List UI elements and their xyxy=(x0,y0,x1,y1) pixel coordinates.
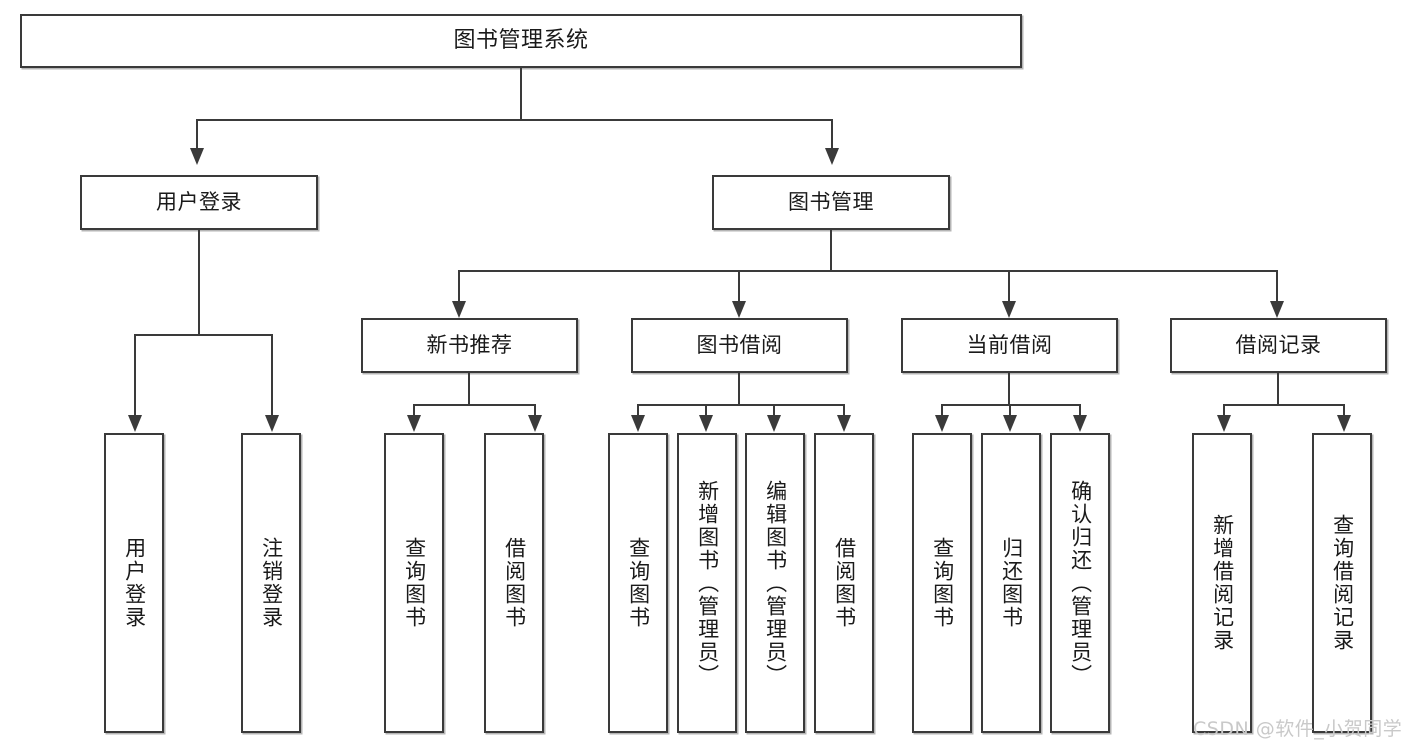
arrowhead-leaf-return-book xyxy=(1003,415,1017,432)
node-label: 确认归还（管理员） xyxy=(1068,479,1093,687)
node-label: 编辑图书（管理员） xyxy=(763,479,788,687)
node-leaf-logout[interactable]: 注销登录 xyxy=(241,433,301,733)
connector-drop-leaf-query-book-2 xyxy=(637,404,639,416)
node-label: 图书借阅 xyxy=(696,333,783,358)
node-leaf-confirm-return[interactable]: 确认归还（管理员） xyxy=(1050,433,1110,733)
connector-borrow-record-bus xyxy=(1223,404,1345,406)
node-label: 图书管理 xyxy=(788,190,874,215)
node-leaf-edit-book[interactable]: 编辑图书（管理员） xyxy=(745,433,805,733)
arrowhead-leaf-query-book-1 xyxy=(407,415,421,432)
node-user-login[interactable]: 用户登录 xyxy=(80,175,318,230)
node-label: 借阅记录 xyxy=(1235,333,1322,358)
node-label: 注销登录 xyxy=(259,537,284,629)
connector-new-book-recommend-bus xyxy=(413,404,536,406)
connector-root-bus xyxy=(196,119,833,121)
arrowhead-leaf-borrow-book-2 xyxy=(837,415,851,432)
connector-drop-leaf-add-book xyxy=(705,404,707,416)
connector-drop-current-borrow xyxy=(1008,270,1010,302)
node-leaf-add-book[interactable]: 新增图书（管理员） xyxy=(677,433,737,733)
node-leaf-borrow-book-1[interactable]: 借阅图书 xyxy=(484,433,544,733)
connector-drop-borrow-record xyxy=(1276,270,1278,302)
connector-drop-book-management xyxy=(831,119,833,149)
node-label: 新增图书（管理员） xyxy=(695,479,720,687)
node-leaf-query-record[interactable]: 查询借阅记录 xyxy=(1312,433,1372,733)
connector-drop-user-login xyxy=(196,119,198,149)
node-label: 用户登录 xyxy=(156,190,242,215)
node-label: 新书推荐 xyxy=(426,333,513,358)
node-leaf-user-login[interactable]: 用户登录 xyxy=(104,433,164,733)
node-book-management[interactable]: 图书管理 xyxy=(712,175,950,230)
arrowhead-new-book-recommend xyxy=(452,301,466,318)
node-label: 借阅图书 xyxy=(832,537,857,629)
node-label: 借阅图书 xyxy=(502,537,527,629)
node-label: 归还图书 xyxy=(999,537,1024,629)
node-label: 查询借阅记录 xyxy=(1330,514,1355,652)
node-label: 查询图书 xyxy=(402,537,427,629)
connector-book-borrow-bus xyxy=(637,404,845,406)
arrowhead-leaf-edit-book xyxy=(767,415,781,432)
connector-drop-leaf-add-record xyxy=(1223,404,1225,416)
node-borrow-record[interactable]: 借阅记录 xyxy=(1170,318,1387,373)
connector-user-login-stem xyxy=(198,230,200,335)
connector-borrow-record-stem xyxy=(1277,373,1279,405)
arrowhead-user-login xyxy=(190,148,204,165)
node-leaf-query-book-1[interactable]: 查询图书 xyxy=(384,433,444,733)
arrowhead-leaf-add-record xyxy=(1217,415,1231,432)
node-label: 当前借阅 xyxy=(966,333,1053,358)
connector-drop-leaf-edit-book xyxy=(773,404,775,416)
arrowhead-borrow-record xyxy=(1270,301,1284,318)
arrowhead-book-management xyxy=(825,148,839,165)
connector-drop-leaf-return-book xyxy=(1009,404,1011,416)
node-leaf-query-book-3[interactable]: 查询图书 xyxy=(912,433,972,733)
connector-drop-leaf-user-login xyxy=(134,334,136,416)
arrowhead-leaf-query-record xyxy=(1337,415,1351,432)
node-label: 用户登录 xyxy=(122,537,147,629)
node-leaf-return-book[interactable]: 归还图书 xyxy=(981,433,1041,733)
node-label: 查询图书 xyxy=(930,537,955,629)
arrowhead-current-borrow xyxy=(1002,301,1016,318)
connector-drop-leaf-logout xyxy=(271,334,273,416)
node-label: 新增借阅记录 xyxy=(1210,514,1235,652)
connector-book-management-stem xyxy=(830,230,832,272)
arrowhead-leaf-logout xyxy=(265,415,279,432)
connector-root-stem xyxy=(520,68,522,120)
node-leaf-borrow-book-2[interactable]: 借阅图书 xyxy=(814,433,874,733)
connector-drop-leaf-query-book-3 xyxy=(941,404,943,416)
node-label: 图书管理系统 xyxy=(453,28,589,54)
connector-drop-leaf-confirm-return xyxy=(1079,404,1081,416)
connector-drop-leaf-query-record xyxy=(1343,404,1345,416)
arrowhead-book-borrow xyxy=(732,301,746,318)
connector-drop-new-book-recommend xyxy=(458,270,460,302)
arrowhead-leaf-user-login xyxy=(128,415,142,432)
node-book-borrow[interactable]: 图书借阅 xyxy=(631,318,848,373)
connector-book-management-bus xyxy=(458,270,1278,272)
connector-user-login-bus xyxy=(134,334,273,336)
arrowhead-leaf-borrow-book-1 xyxy=(528,415,542,432)
connector-current-borrow-bus xyxy=(941,404,1081,406)
node-label: 查询图书 xyxy=(626,537,651,629)
arrowhead-leaf-query-book-3 xyxy=(935,415,949,432)
arrowhead-leaf-confirm-return xyxy=(1073,415,1087,432)
connector-drop-leaf-borrow-book-1 xyxy=(534,404,536,416)
arrowhead-leaf-query-book-2 xyxy=(631,415,645,432)
connector-current-borrow-stem xyxy=(1008,373,1010,405)
node-new-book-recommend[interactable]: 新书推荐 xyxy=(361,318,578,373)
connector-drop-book-borrow xyxy=(738,270,740,302)
connector-drop-leaf-query-book-1 xyxy=(413,404,415,416)
arrowhead-leaf-add-book xyxy=(699,415,713,432)
node-current-borrow[interactable]: 当前借阅 xyxy=(901,318,1118,373)
connector-new-book-recommend-stem xyxy=(468,373,470,405)
connector-drop-leaf-borrow-book-2 xyxy=(843,404,845,416)
node-leaf-query-book-2[interactable]: 查询图书 xyxy=(608,433,668,733)
connector-book-borrow-stem xyxy=(738,373,740,405)
node-leaf-add-record[interactable]: 新增借阅记录 xyxy=(1192,433,1252,733)
watermark-text: CSDN @软件_小贺同学 xyxy=(1193,718,1403,740)
node-root-system[interactable]: 图书管理系统 xyxy=(20,14,1022,68)
